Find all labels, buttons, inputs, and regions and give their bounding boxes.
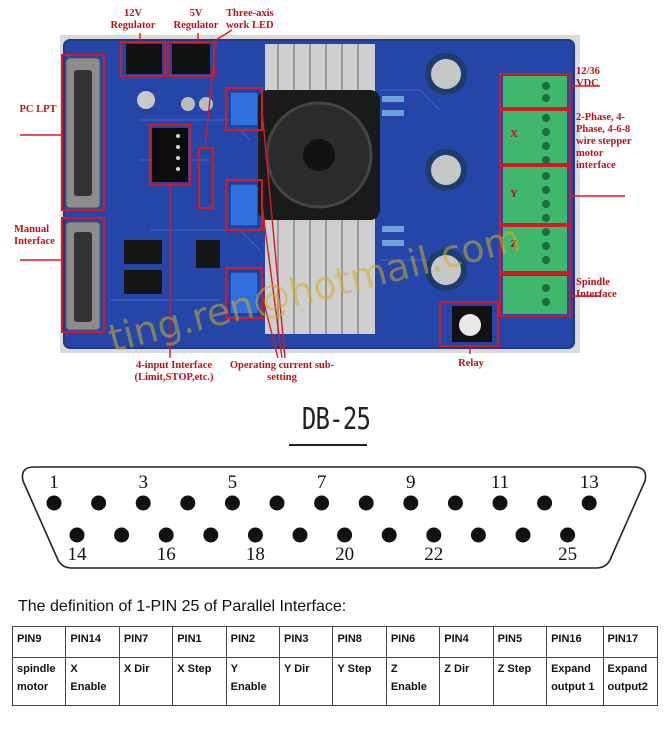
db25-title: DB-25 (292, 402, 380, 437)
label-current-setting: Operating current sub-setting (226, 360, 338, 384)
pin-function-cell: Z Dir (440, 658, 493, 706)
board-photo (0, 0, 671, 400)
db25-pin-label: 5 (228, 472, 238, 493)
db25-pin (293, 528, 308, 543)
pin-header-cell: PIN16 (547, 627, 603, 658)
pin-header-cell: PIN4 (440, 627, 493, 658)
db25-pin-label: 16 (157, 544, 176, 565)
pin-function-cell: Y Step (333, 658, 386, 706)
pin-function-cell: Y Dir (280, 658, 333, 706)
db25-pin-label: 7 (317, 472, 327, 493)
db25-pin (471, 528, 486, 543)
pin-header-cell: PIN8 (333, 627, 386, 658)
pin-header-cell: PIN3 (280, 627, 333, 658)
db25-pin (560, 528, 575, 543)
pin-table-heading: The definition of 1-PIN 25 of Parallel I… (18, 598, 346, 616)
pin-header-cell: PIN14 (66, 627, 119, 658)
label-three-axis-led: Three-axis work LED (226, 8, 296, 32)
db25-pin-label: 11 (491, 472, 509, 493)
label-12v-regulator: 12V Regulator (103, 8, 163, 32)
db25-pin-label: 18 (246, 544, 265, 565)
db25-pin (516, 528, 531, 543)
axis-label-y: Y (506, 188, 522, 200)
label-pc-lpt: PC LPT (16, 104, 60, 116)
db25-pin-label: 14 (68, 544, 88, 565)
db25-outline (22, 467, 645, 568)
pin-header-cell: PIN2 (226, 627, 279, 658)
pin-header-cell: PIN5 (493, 627, 546, 658)
pin-function-cell: Z Step (493, 658, 546, 706)
label-5v-regulator: 5V Regulator (168, 8, 224, 32)
pin-function-cell: X Step (173, 658, 226, 706)
db25-pin (493, 496, 508, 511)
pin-function-cell: Expand output 1 (547, 658, 603, 706)
db25-pin (114, 528, 129, 543)
db25-pin (203, 528, 218, 543)
db25-pin (225, 496, 240, 511)
label-spindle-interface: Spindle Interface (576, 277, 628, 301)
db25-pin (47, 496, 62, 511)
db25-pin-label: 20 (335, 544, 354, 565)
pin-header-cell: PIN1 (173, 627, 226, 658)
pin-function-cell: spindle motor (13, 658, 66, 706)
pin-definition-table: PIN9PIN14PIN7PIN1PIN2PIN3PIN8PIN6PIN4PIN… (12, 626, 658, 706)
pin-function-cell: Z Enable (386, 658, 439, 706)
db25-pin (180, 496, 195, 511)
pin-table-value-row: spindle motorX EnableX DirX StepY Enable… (13, 658, 658, 706)
db25-connector: 135791113 141618202225 (0, 450, 671, 580)
db25-pin (270, 496, 285, 511)
db25-pin (448, 496, 463, 511)
db25-pin (136, 496, 151, 511)
db25-pin-label: 13 (580, 472, 599, 493)
db25-pin (403, 496, 418, 511)
pin-header-cell: PIN17 (603, 627, 658, 658)
db25-pin-label: 9 (406, 472, 416, 493)
db25-pin (91, 496, 106, 511)
db25-pin (582, 496, 597, 511)
pin-header-cell: PIN9 (13, 627, 66, 658)
label-manual-interface: Manual Interface (14, 224, 64, 248)
db25-pin-label: 22 (424, 544, 443, 565)
db25-pin (159, 528, 174, 543)
pin-header-cell: PIN6 (386, 627, 439, 658)
db25-pin (537, 496, 552, 511)
label-stepper-interface: 2-Phase, 4-Phase, 4-6-8 wire stepper mot… (576, 112, 632, 172)
db25-pin-label: 25 (558, 544, 577, 565)
label-relay: Relay (444, 358, 498, 370)
db25-title-underline (289, 444, 367, 446)
label-4-input-interface: 4-input Interface (Limit,STOP,etc.) (114, 360, 234, 384)
db25-pin (70, 528, 85, 543)
label-12-36-vdc: 12/36 VDC (576, 66, 616, 90)
db25-pin (314, 496, 329, 511)
db25-pin-label: 3 (138, 472, 148, 493)
pin-function-cell: X Dir (119, 658, 172, 706)
db25-pin (359, 496, 374, 511)
db25-pin (337, 528, 352, 543)
pin-table-header-row: PIN9PIN14PIN7PIN1PIN2PIN3PIN8PIN6PIN4PIN… (13, 627, 658, 658)
db25-pin-label: 1 (49, 472, 59, 493)
db25-pin (248, 528, 263, 543)
db25-pin (382, 528, 397, 543)
pin-function-cell: Expand output2 (603, 658, 658, 706)
pin-function-cell: X Enable (66, 658, 119, 706)
pin-header-cell: PIN7 (119, 627, 172, 658)
axis-label-x: X (506, 128, 522, 140)
pin-function-cell: Y Enable (226, 658, 279, 706)
db25-pin (426, 528, 441, 543)
